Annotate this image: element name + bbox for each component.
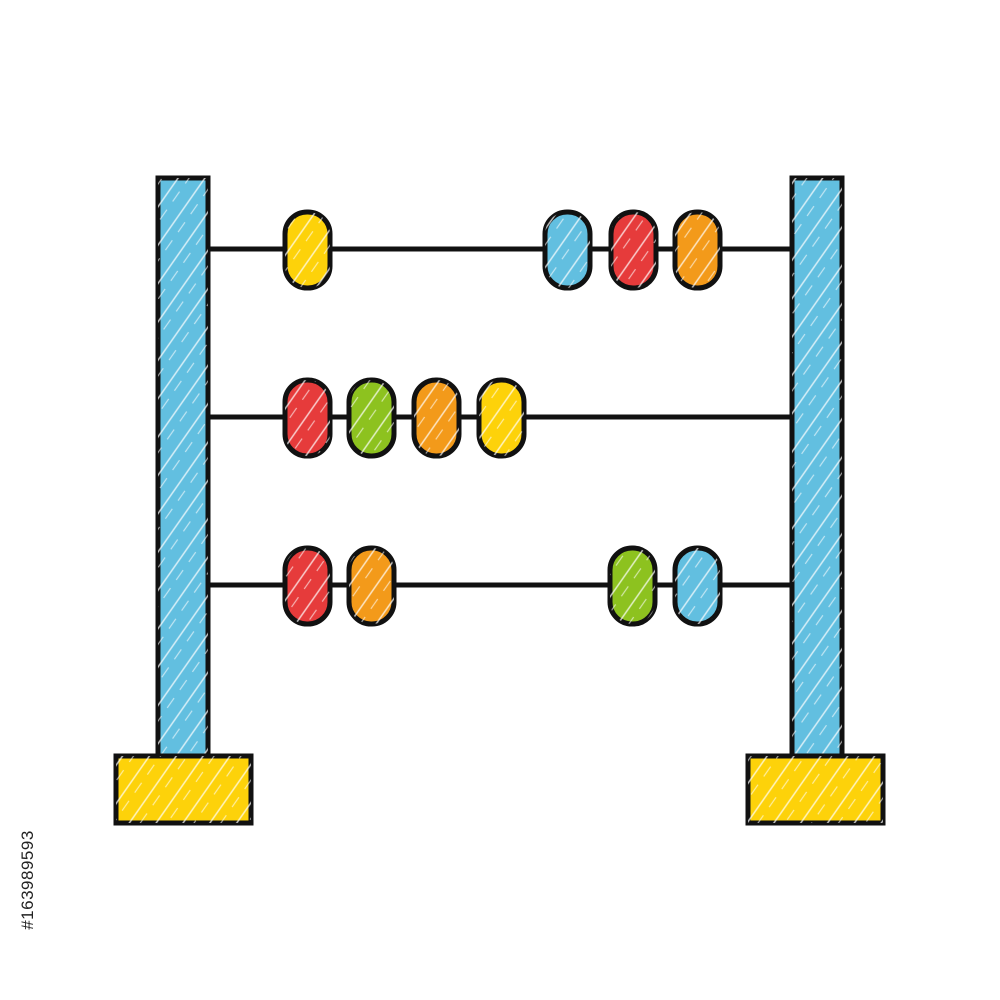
left-base [113,753,254,826]
middle-rod-beads [282,377,527,459]
bottom-rod-beads [282,545,723,627]
top-rod-beads [282,209,723,291]
right-post [789,175,845,761]
left-post [155,175,211,761]
right-base [745,753,886,826]
stock-image-id: #163989593 [18,830,37,930]
